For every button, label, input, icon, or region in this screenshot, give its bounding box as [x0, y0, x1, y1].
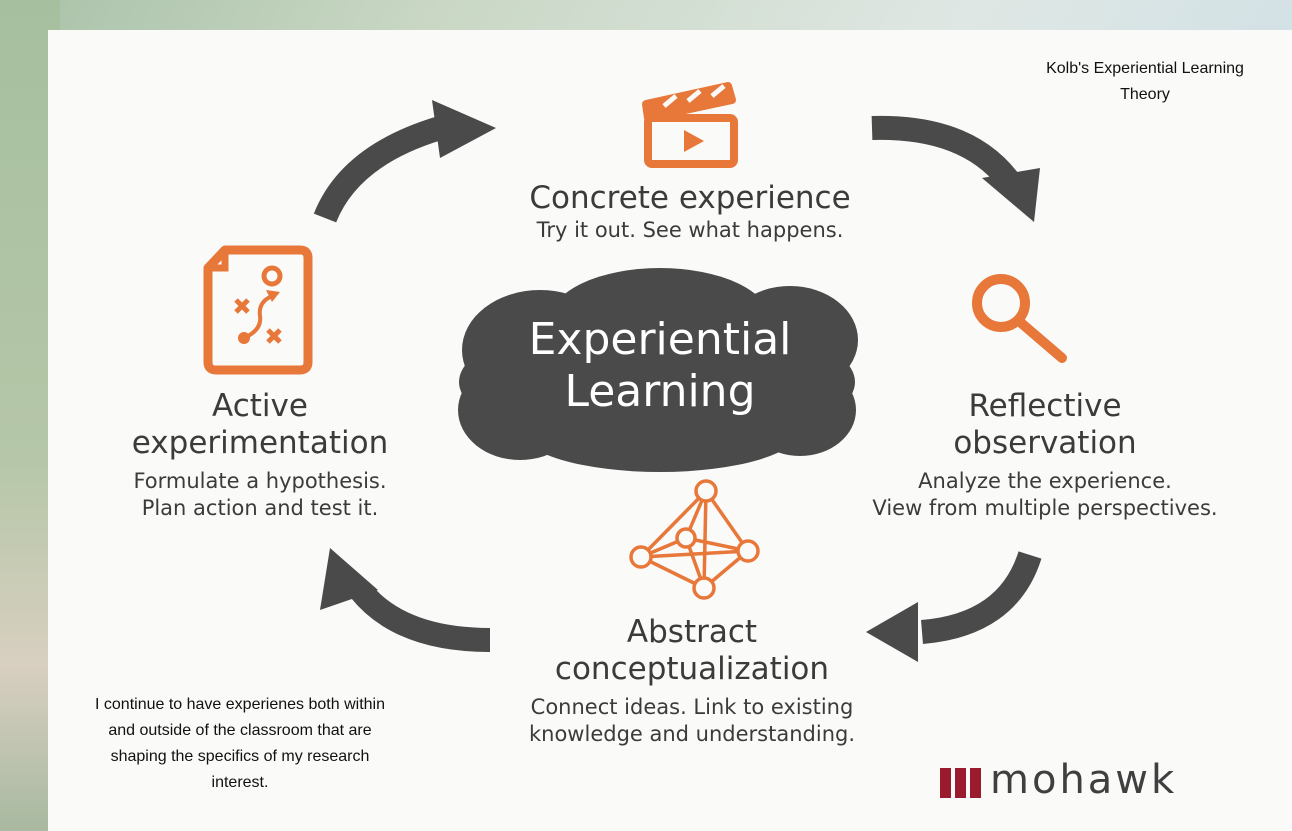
stage-active-title-1: Active [212, 388, 308, 424]
mohawk-logo-mark [940, 768, 984, 798]
arrow-active-to-concrete [313, 100, 496, 223]
magnifier-icon [972, 274, 1067, 363]
center-label-line2: Learning [564, 366, 756, 417]
stage-reflective-title-1: Reflective [968, 388, 1122, 424]
stage-concrete: Concrete experience Try it out. See what… [490, 180, 890, 244]
stage-reflective-title-2: observation [953, 425, 1137, 461]
stage-active-desc-2: Plan action and test it. [141, 496, 379, 520]
strategy-document-icon [203, 245, 313, 375]
center-label-line1: Experiential [528, 314, 792, 365]
clapperboard-icon [642, 82, 738, 168]
side-note: I continue to have experienes both withi… [95, 696, 385, 791]
arrow-abstract-to-active [320, 548, 491, 652]
stage-reflective-desc-1: Analyze the experience. [918, 469, 1172, 493]
arrow-concrete-to-reflective [871, 115, 1040, 222]
stage-abstract: Abstract conceptualization Connect ideas… [500, 614, 884, 748]
network-pyramid-icon [629, 479, 760, 600]
stage-active-desc-1: Formulate a hypothesis. [133, 469, 387, 493]
stage-concrete-title: Concrete experience [529, 180, 851, 216]
stage-abstract-title-1: Abstract [626, 614, 758, 650]
page-title: Kolb's Experiential Learning Theory [1046, 60, 1244, 103]
stage-abstract-desc-2: knowledge and understanding. [528, 722, 856, 746]
arrow-reflective-to-abstract [866, 551, 1042, 662]
stage-reflective-desc-2: View from multiple perspectives. [872, 496, 1218, 520]
stage-active-title-2: experimentation [131, 425, 389, 461]
stage-concrete-desc: Try it out. See what happens. [536, 218, 844, 242]
stage-abstract-desc-1: Connect ideas. Link to existing [530, 695, 854, 719]
center-cloud [458, 268, 858, 472]
mohawk-logo-text: mohawk [990, 757, 1178, 803]
center-label: Experiential Learning [470, 314, 850, 418]
stage-reflective: Reflective observation Analyze the exper… [860, 388, 1230, 522]
stage-abstract-title-2: conceptualization [554, 651, 830, 687]
stage-active: Active experimentation Formulate a hypot… [100, 388, 420, 522]
